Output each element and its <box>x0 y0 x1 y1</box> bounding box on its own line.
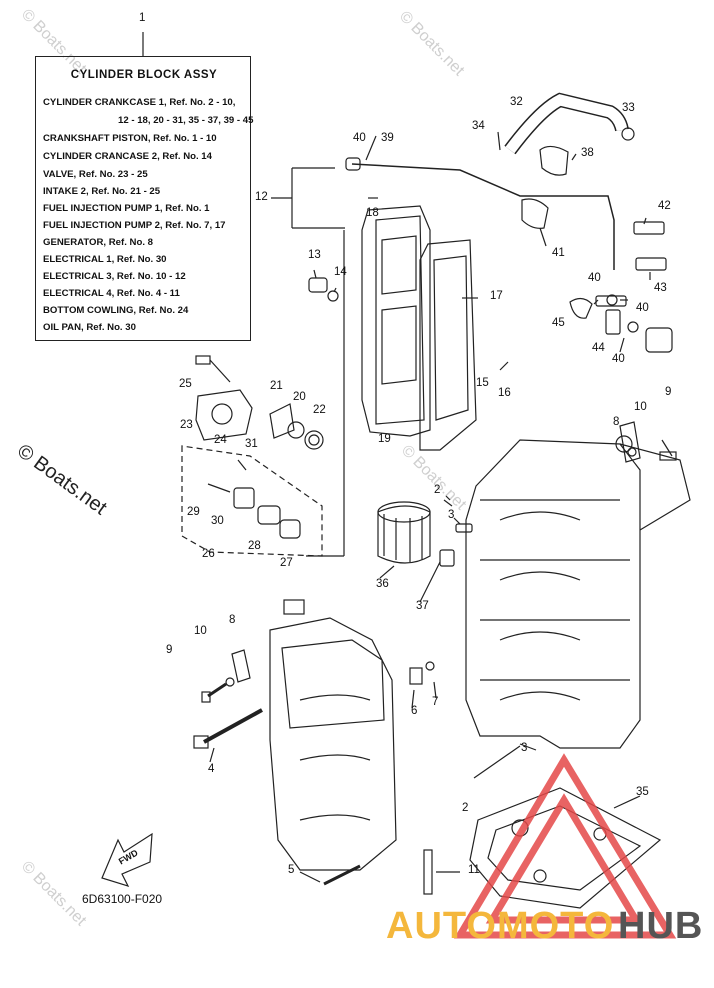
callout-3: 3 <box>448 509 455 521</box>
callout-7: 7 <box>432 696 439 708</box>
callout-19: 19 <box>378 433 391 445</box>
callout-13: 13 <box>308 249 321 261</box>
legend-line: OIL PAN, Ref. No. 30 <box>43 322 136 333</box>
legend-line: FUEL INJECTION PUMP 2, Ref. No. 7, 17 <box>43 220 226 231</box>
callout-22: 22 <box>313 404 326 416</box>
callout-40: 40 <box>588 272 601 284</box>
brand-triangle <box>453 753 677 939</box>
legend-line: INTAKE 2, Ref. No. 21 - 25 <box>43 186 161 197</box>
callout-36: 36 <box>376 578 389 590</box>
callout-10-lower: 10 <box>194 625 207 637</box>
callout-18: 18 <box>366 207 379 219</box>
callout-10-upper: 10 <box>634 401 647 413</box>
callout-41: 41 <box>552 247 565 259</box>
callout-9-upper: 9 <box>665 386 672 398</box>
callout-23: 23 <box>180 419 193 431</box>
callout-39: 39 <box>381 132 394 144</box>
legend-line: CYLINDER CRANKCASE 1, Ref. No. 2 - 10, <box>43 97 236 108</box>
callout-27: 27 <box>280 557 293 569</box>
callout-25: 25 <box>179 378 192 390</box>
callout-26: 26 <box>202 548 215 560</box>
callout-33: 33 <box>622 102 635 114</box>
callout-15: 15 <box>476 377 489 389</box>
legend-line: 12 - 18, 20 - 31, 35 - 37, 39 - 45 <box>118 115 254 126</box>
legend-line: CYLINDER CRANCASE 2, Ref. No. 14 <box>43 151 212 162</box>
legend-line: ELECTRICAL 1, Ref. No. 30 <box>43 254 167 265</box>
callout-40: 40 <box>612 353 625 365</box>
callout-16: 16 <box>498 387 511 399</box>
brand-logo-part-a: AUTOMOTO <box>386 905 615 947</box>
callout-20: 20 <box>293 391 306 403</box>
callout-45: 45 <box>552 317 565 329</box>
callout-30: 30 <box>211 515 224 527</box>
legend-title: CYLINDER BLOCK ASSY <box>70 69 218 81</box>
callout-28: 28 <box>248 540 261 552</box>
callout-42: 42 <box>658 200 671 212</box>
callout-34: 34 <box>472 120 485 132</box>
callout-12: 12 <box>255 191 268 203</box>
legend-box: CYLINDER BLOCK ASSY CYLINDER CRANKCASE 1… <box>35 56 254 341</box>
callout-11: 11 <box>468 864 480 876</box>
callout-9-lower: 9 <box>166 644 173 656</box>
callout-1: 1 <box>139 12 146 24</box>
callout-37: 37 <box>416 600 429 612</box>
callout-40: 40 <box>636 302 649 314</box>
callout-4: 4 <box>208 763 215 775</box>
callout-44: 44 <box>592 342 605 354</box>
legend-line: ELECTRICAL 4, Ref. No. 4 - 11 <box>43 288 180 299</box>
legend-line: BOTTOM COWLING, Ref. No. 24 <box>43 305 189 316</box>
callout-14: 14 <box>334 266 347 278</box>
callout-17: 17 <box>490 290 503 302</box>
callout-38: 38 <box>581 147 594 159</box>
legend-line: FUEL INJECTION PUMP 1, Ref. No. 1 <box>43 203 210 214</box>
callout-31: 31 <box>245 438 258 450</box>
callout-29: 29 <box>187 506 200 518</box>
callout-5: 5 <box>288 864 295 876</box>
legend-line: CRANKSHAFT PISTON, Ref. No. 1 - 10 <box>43 133 217 144</box>
callout-6: 6 <box>411 705 418 717</box>
callout-35: 35 <box>636 786 649 798</box>
callout-24: 24 <box>214 434 227 446</box>
legend-line: ELECTRICAL 3, Ref. No. 10 - 12 <box>43 271 186 282</box>
callout-21: 21 <box>270 380 283 392</box>
callout-8-lower: 8 <box>229 614 236 626</box>
legend-line: GENERATOR, Ref. No. 8 <box>43 237 153 248</box>
callout-40: 40 <box>353 132 366 144</box>
callout-43: 43 <box>654 282 667 294</box>
callout-3-lower: 3 <box>521 742 528 754</box>
callout-2: 2 <box>434 484 441 496</box>
legend-line: VALVE, Ref. No. 23 - 25 <box>43 169 148 180</box>
callout-32: 32 <box>510 96 523 108</box>
callout-8-upper: 8 <box>613 416 620 428</box>
drawing-code: 6D63100-F020 <box>82 892 163 906</box>
callout-2-lower: 2 <box>462 802 469 814</box>
brand-logo-part-b: HUB <box>618 905 704 947</box>
